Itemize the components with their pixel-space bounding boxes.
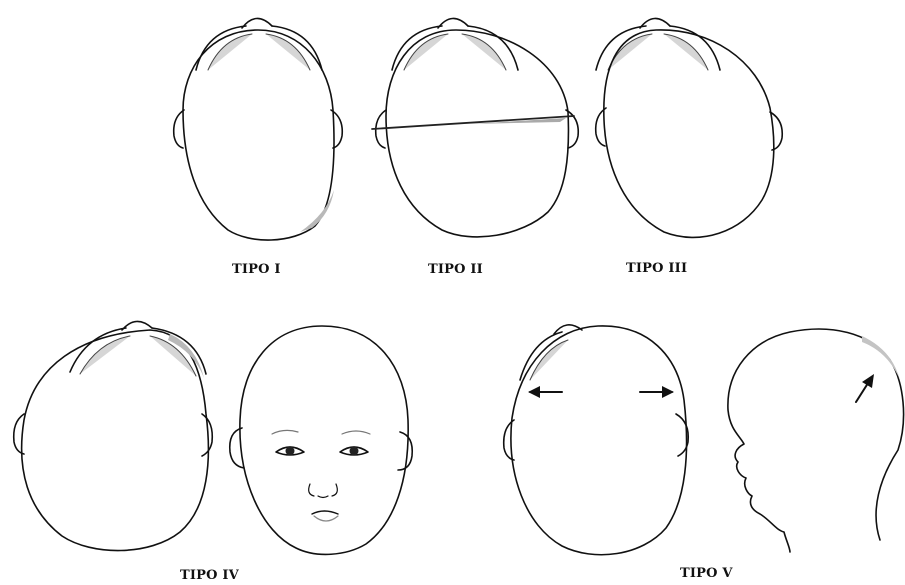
caption-tipo-5: TIPO V [680,566,733,581]
caption-tipo-1: TIPO I [232,262,281,277]
tipo-4-head-top-view [14,321,213,550]
tipo-5-baby-head-side-view [728,329,904,552]
caption-tipo-4: TIPO IV [180,568,239,583]
tipo-1-head-top-view [174,18,343,240]
caption-tipo-3: TIPO III [626,261,687,276]
tipo-5-head-top-view [504,325,689,555]
tipo-3-head-top-view [596,18,783,237]
tipo-2-head-top-view [372,18,578,236]
tipo-4-baby-face-front-view [230,326,413,554]
caption-tipo-2: TIPO II [428,262,483,277]
